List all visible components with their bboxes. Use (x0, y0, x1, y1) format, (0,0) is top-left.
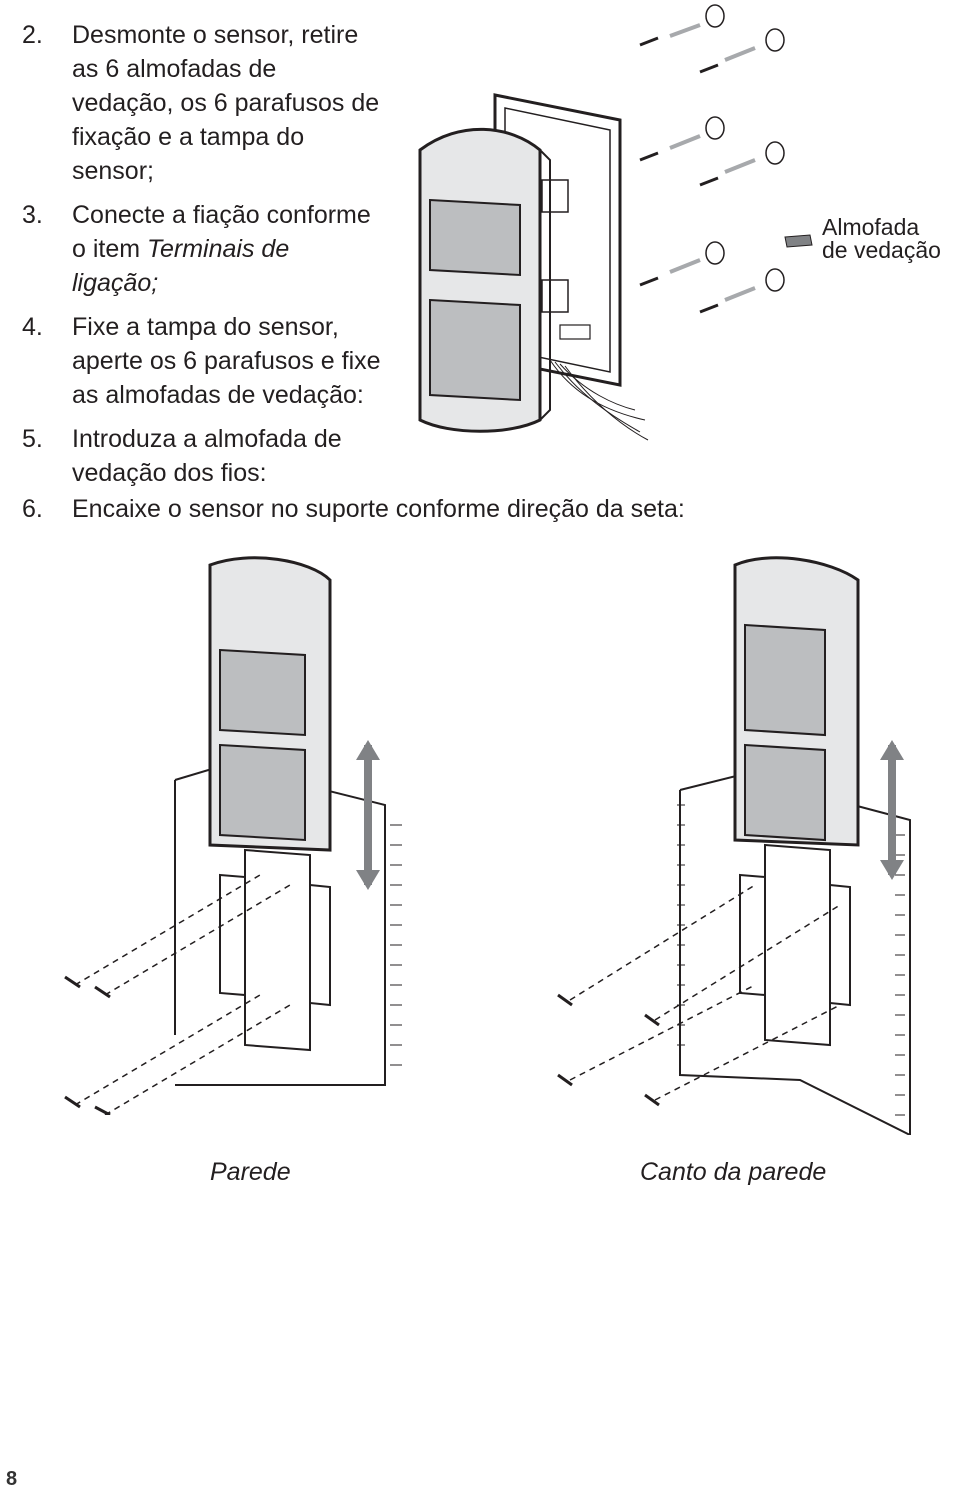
pad-label-line1: Almofada (822, 214, 920, 240)
pad-label: Almofada de vedação (822, 216, 941, 262)
step-5: 5. Introduza a almofada de vedação dos f… (22, 422, 382, 490)
step-4: 4. Fixe a tampa do sensor, aperte os 6 p… (22, 310, 382, 412)
step-number: 2. (22, 21, 43, 49)
page-number: 8 (6, 1468, 18, 1490)
step-text: Fixe a tampa do sensor, aperte os 6 para… (72, 313, 381, 409)
wall-mount-illustration (50, 555, 450, 1115)
step-text: Encaixe o sensor no suporte conforme dir… (72, 495, 685, 523)
step-text-italic: Terminais de ligação; (72, 235, 290, 297)
step-6: 6. Encaixe o sensor no suporte conforme … (22, 492, 685, 526)
step-text: Desmonte o sensor, retire as 6 almofadas… (72, 21, 380, 185)
step-number: 3. (22, 201, 43, 229)
step-number: 5. (22, 425, 43, 453)
caption-wall: Parede (210, 1158, 291, 1186)
pad-label-line2: de vedação (822, 237, 941, 263)
instruction-steps: 2. Desmonte o sensor, retire as 6 almofa… (22, 18, 382, 500)
step-3: 3. Conecte a fiação conforme o item Term… (22, 198, 382, 300)
wall-corner-illustration (540, 555, 940, 1135)
exploded-sensor-illustration (400, 0, 960, 460)
step-text: Introduza a almofada de vedação dos fios… (72, 425, 342, 487)
step-text: Conecte a fiação conforme o item Termina… (72, 198, 382, 300)
caption-corner: Canto da parede (640, 1158, 827, 1186)
step-2: 2. Desmonte o sensor, retire as 6 almofa… (22, 18, 382, 188)
step-number: 4. (22, 313, 43, 341)
step-number: 6. (22, 495, 43, 523)
step-text-plain: Conecte a fiação conforme o item (72, 201, 371, 263)
